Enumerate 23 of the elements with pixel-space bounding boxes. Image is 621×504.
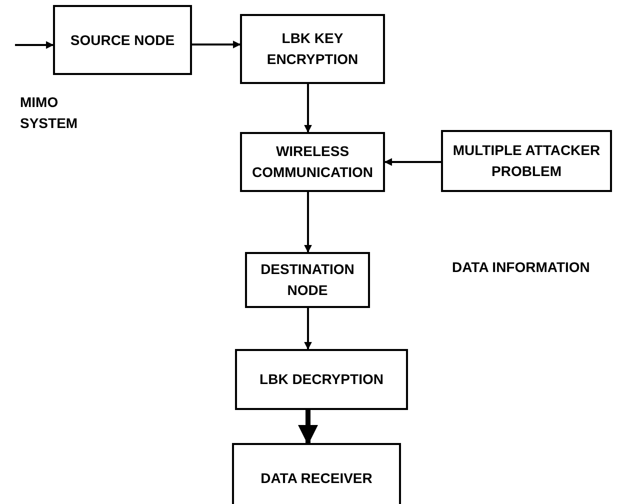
box-label: WIRELESS COMMUNICATION xyxy=(250,142,374,182)
box-label: LBK DECRYPTION xyxy=(260,370,384,389)
box-label: DATA RECEIVER xyxy=(260,468,372,488)
box-label: SOURCE NODE xyxy=(70,30,175,50)
arrow xyxy=(384,158,441,166)
process-box xyxy=(235,349,408,410)
process-box xyxy=(441,130,612,192)
arrow xyxy=(304,84,312,133)
annotation-text: MIMO SYSTEM xyxy=(20,93,79,133)
annotation-text: DATA INFORMATION xyxy=(452,258,590,277)
box-label: MULTIPLE ATTACKER PROBLEM xyxy=(452,141,602,181)
arrow xyxy=(304,192,312,253)
arrow xyxy=(304,308,312,350)
box-label: LBK KEY ENCRYPTION xyxy=(266,29,360,69)
process-box xyxy=(245,252,370,308)
box-label: DESTINATION NODE xyxy=(260,260,356,300)
process-box xyxy=(240,132,385,192)
arrow xyxy=(192,40,241,48)
arrow xyxy=(298,410,318,445)
process-box xyxy=(240,14,385,84)
process-box xyxy=(53,5,192,75)
arrow xyxy=(15,41,54,49)
process-box xyxy=(232,443,401,504)
